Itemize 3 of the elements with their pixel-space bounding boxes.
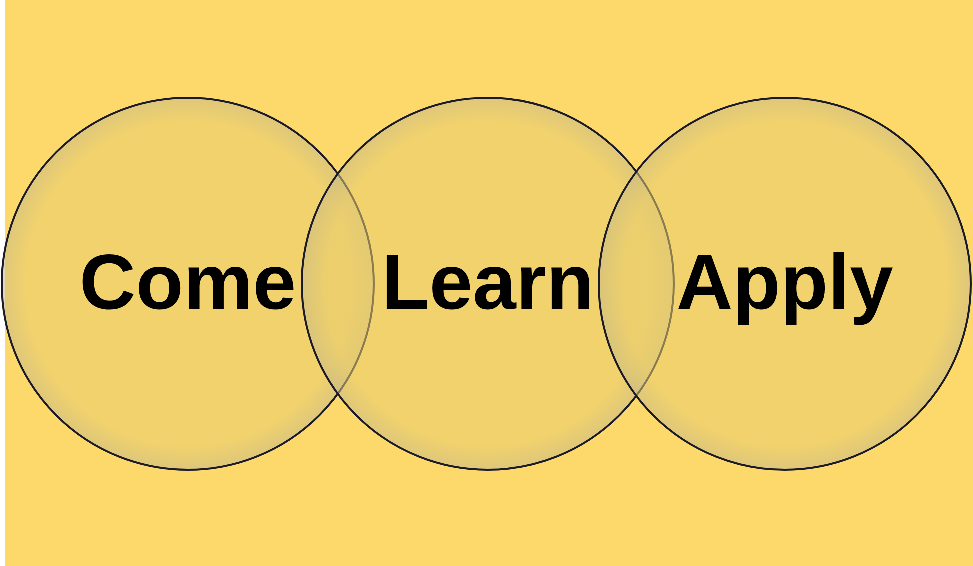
circle-label: Come [80,236,296,328]
circle-label: Learn [382,236,594,328]
circle-label: Apply [676,236,894,328]
